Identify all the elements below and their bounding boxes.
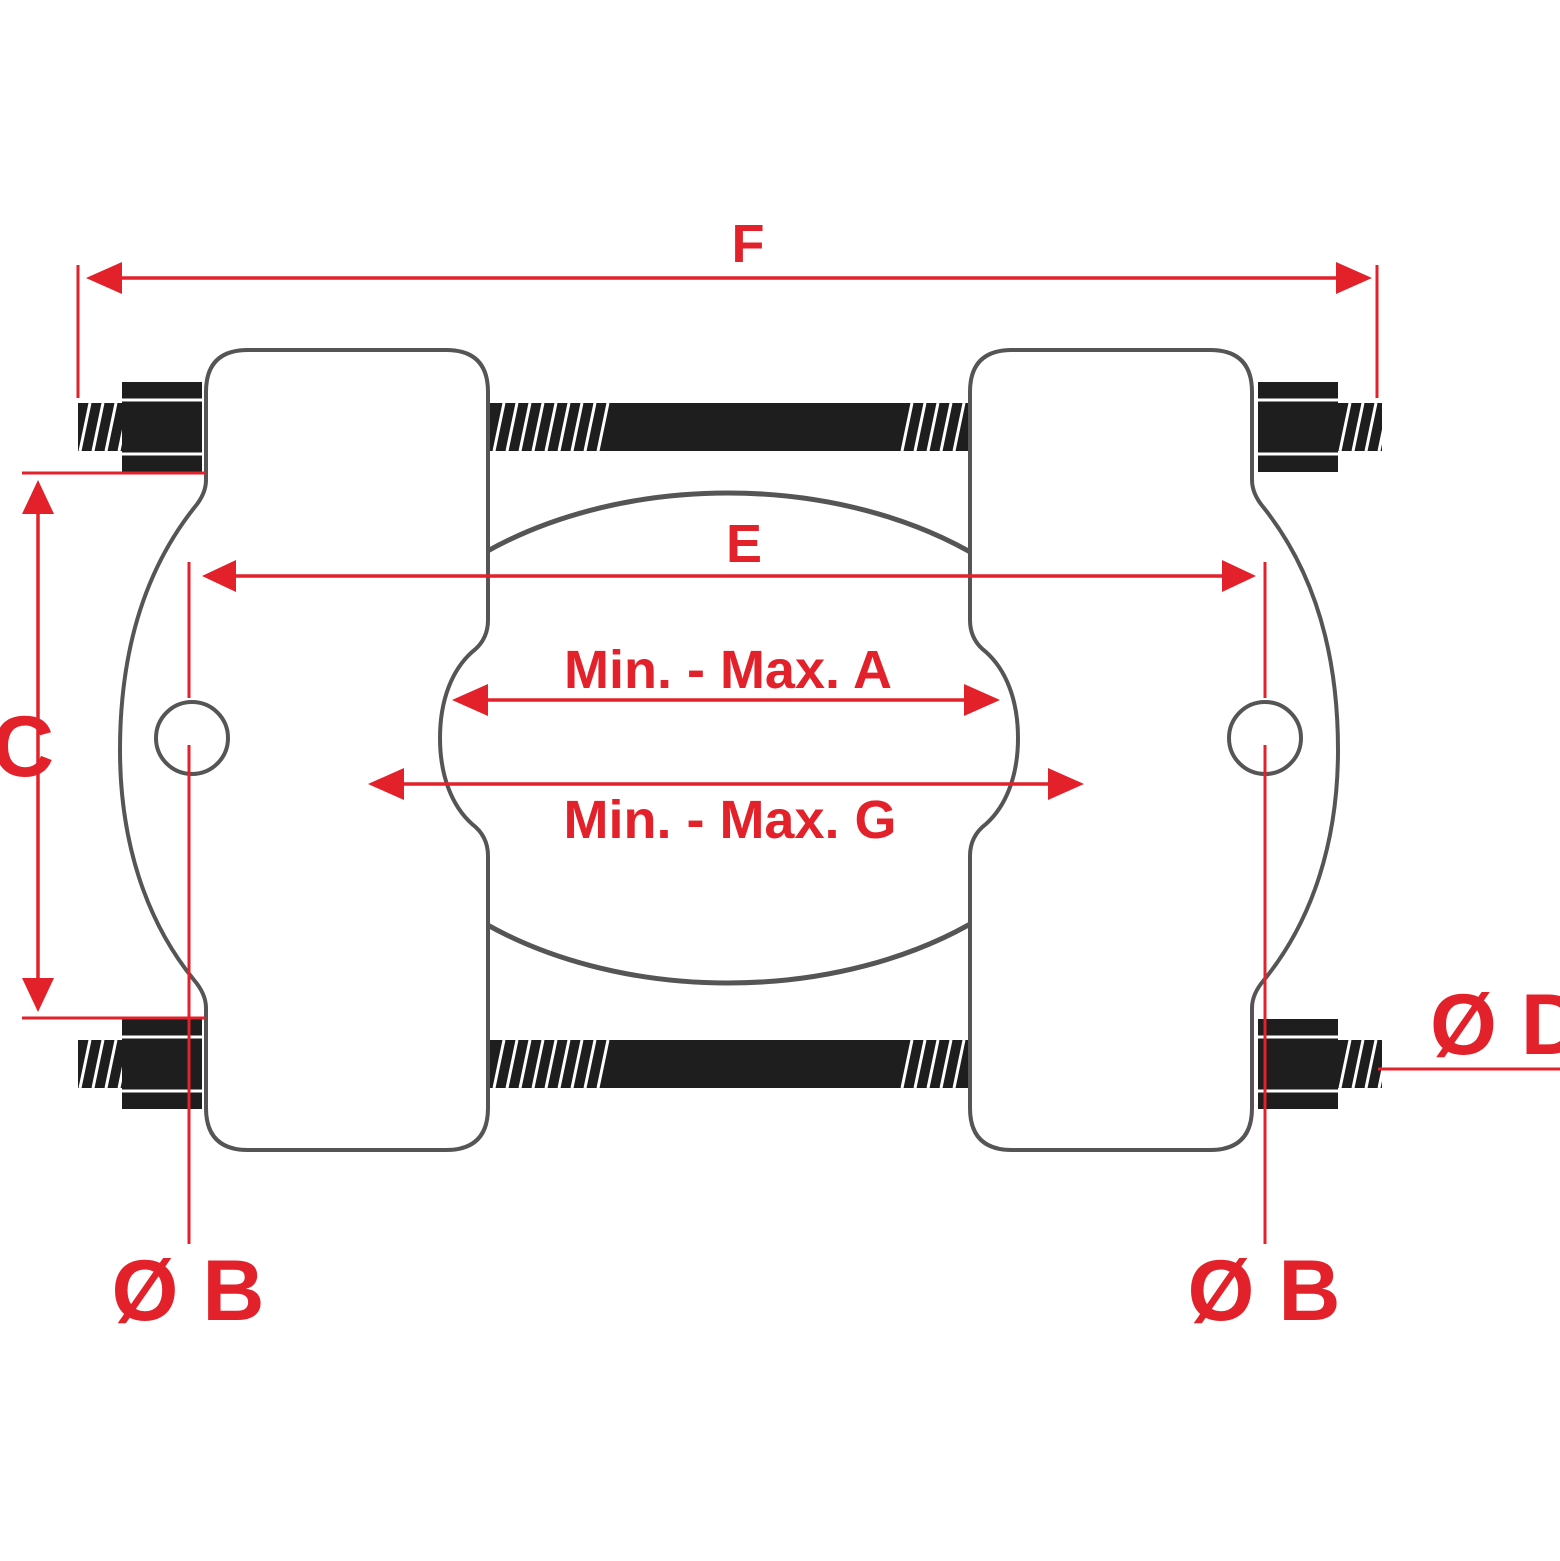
dimension-a [452, 684, 1000, 716]
label-d: Ø D [1430, 977, 1560, 1073]
nut-top-right [1258, 382, 1338, 472]
top-threaded-rod [488, 403, 970, 451]
label-b-left: Ø B [112, 1243, 265, 1339]
nut-top-left [122, 382, 202, 472]
thread-stub-top-left [78, 403, 122, 451]
label-f: F [732, 214, 765, 274]
thread-stub-bottom-left [78, 1040, 122, 1088]
label-min-max-g: Min. - Max. G [563, 790, 896, 850]
nut-bottom-right [1258, 1019, 1338, 1109]
label-min-max-a: Min. - Max. A [564, 640, 892, 700]
label-c: C [0, 699, 54, 795]
dimension-c [22, 471, 206, 1020]
dimension-g [368, 768, 1084, 800]
label-e: E [726, 514, 762, 574]
right-jaw-plate [968, 348, 1341, 1152]
dimension-e [202, 560, 1256, 592]
thread-stub-top-right [1338, 403, 1382, 451]
dimension-f [76, 262, 1379, 398]
label-b-right: Ø B [1188, 1243, 1341, 1339]
thread-stub-bottom-right [1338, 1040, 1382, 1088]
bottom-threaded-rod [488, 1040, 970, 1088]
left-bolt-hole [154, 700, 230, 776]
left-jaw-plate [117, 348, 490, 1152]
